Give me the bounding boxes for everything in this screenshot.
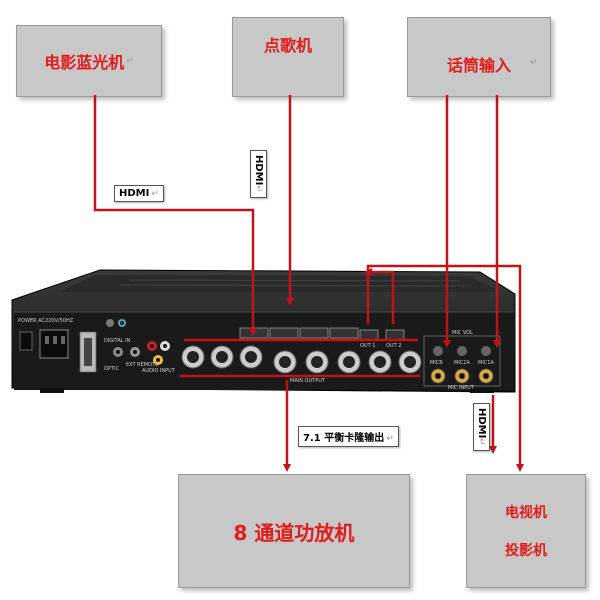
out1-label: OUT 1 (360, 343, 375, 349)
receiver-rear-panel: POWER AC220V/50HZ DIGITAL IN OPTIC EXT R… (11, 269, 516, 393)
hdmi-text: HDMI (253, 155, 264, 186)
amplifier-label: 8 通道功放机 (233, 520, 355, 545)
bluray-player-label: 电影蓝光机 (44, 53, 125, 72)
hdmi-text: HDMI (119, 188, 150, 199)
mic-vol-label: MIC VOL (452, 330, 473, 336)
xlr-outputs: MAIN OUTPUT (181, 345, 422, 384)
audio-input-label: AUDIO INPUT (142, 368, 176, 374)
balanced-output-text: 7.1 平衡卡隆输出 (303, 433, 385, 444)
hdmi-out-line-2 (364, 268, 395, 324)
optic-label: OPTIC (104, 366, 119, 372)
display-box: 电视机 投影机 (466, 474, 586, 588)
projector-label: 投影机 (505, 543, 547, 559)
hdmi-karaoke-label: HDMI↵ (250, 150, 267, 198)
micb-label: MICB (430, 360, 443, 366)
paragraph-mark: ↵ (530, 58, 538, 68)
ext-remote-label: EXT REMOTE (126, 362, 158, 368)
mic-input-label: 话筒输入 (446, 56, 511, 75)
mic-input-label: MIC INPUT (448, 385, 475, 391)
paragraph-mark: ↵ (476, 438, 486, 446)
hdmi-text: HDMI (476, 408, 487, 439)
bluray-player-box: 电影蓝光机 ↵ (16, 25, 162, 97)
paragraph-mark: ↵ (386, 434, 394, 444)
hdmi-display-label: HDMI↵ (473, 403, 490, 451)
hdmi-bluray-label: HDMI↵ (114, 185, 164, 202)
mic-input-box: 话筒输入 ↵ (407, 17, 551, 97)
paragraph-mark: ↵ (253, 185, 263, 193)
paragraph-mark: ↵ (151, 189, 159, 199)
karaoke-machine-box: 点歌机 (232, 17, 344, 97)
main-output-label: MAIN OUTPUT (290, 378, 326, 384)
hdmi-out-line-1 (366, 264, 524, 472)
mic-section: MIC VOL MICB MIC2A MIC1A MIC INPUT (423, 330, 501, 391)
power-switch (19, 331, 33, 351)
connection-lines (93, 95, 524, 472)
balanced-output-label: 7.1 平衡卡隆输出↵ (298, 426, 399, 447)
paragraph-mark: ↵ (126, 56, 134, 66)
power-label: POWER AC220V/50HZ (18, 318, 74, 324)
digital-in-label: DIGITAL IN (104, 338, 131, 344)
amplifier-box: 8 通道功放机 (178, 474, 410, 588)
karaoke-machine-label: 点歌机 (263, 36, 312, 55)
mic1a-label: MIC1A (478, 360, 494, 366)
tv-label: 电视机 (505, 505, 547, 521)
out2-label: OUT 2 (386, 343, 401, 349)
bluray-hdmi-line (93, 95, 257, 336)
mic2a-label: MIC2A (454, 360, 470, 366)
